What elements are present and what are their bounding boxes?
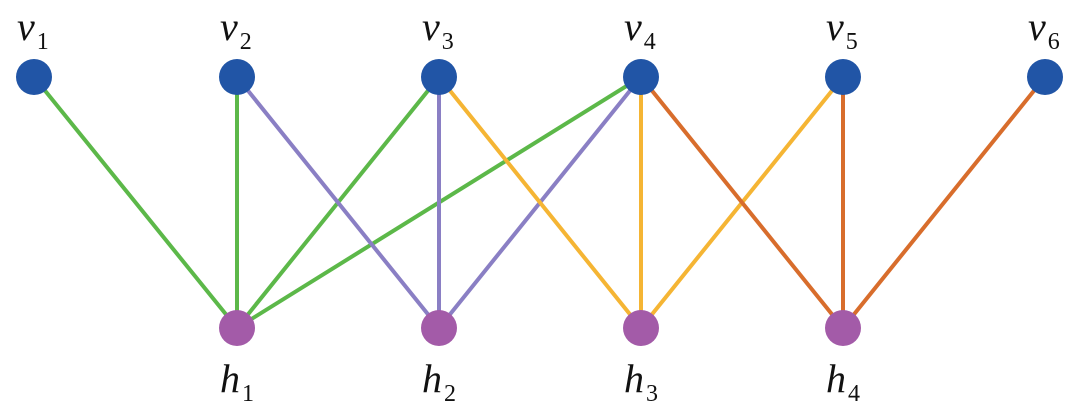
node-h2 — [421, 310, 457, 346]
label-h4: h4 — [826, 356, 860, 407]
label-subscript-v6: 6 — [1048, 29, 1060, 55]
label-letter-v5: v — [826, 4, 844, 49]
nodes-layer — [16, 59, 1063, 346]
label-subscript-h2: 2 — [444, 381, 456, 407]
label-h3: h3 — [624, 356, 658, 407]
node-h1 — [219, 310, 255, 346]
node-h3 — [623, 310, 659, 346]
label-h2: h2 — [422, 356, 456, 407]
label-letter-h2: h — [422, 356, 442, 401]
label-h1: h1 — [220, 356, 254, 407]
label-letter-v3: v — [422, 4, 440, 49]
label-letter-v4: v — [624, 4, 642, 49]
node-v5 — [825, 59, 861, 95]
label-letter-h1: h — [220, 356, 240, 401]
label-subscript-v3: 3 — [442, 29, 454, 55]
edge-v6-h4 — [841, 75, 1047, 330]
label-letter-h4: h — [826, 356, 846, 401]
node-v4 — [623, 59, 659, 95]
label-letter-v6: v — [1028, 4, 1046, 49]
label-subscript-h4: 4 — [848, 381, 860, 407]
label-letter-v1: v — [17, 4, 35, 49]
label-v4: v4 — [624, 4, 656, 55]
label-subscript-v5: 5 — [846, 29, 858, 55]
label-v3: v3 — [422, 4, 454, 55]
node-h4 — [825, 310, 861, 346]
label-v2: v2 — [220, 4, 252, 55]
label-subscript-h1: 1 — [242, 381, 254, 407]
node-v6 — [1027, 59, 1063, 95]
edge-v3-h3 — [437, 75, 643, 330]
label-subscript-h3: 3 — [646, 381, 658, 407]
label-letter-v2: v — [220, 4, 238, 49]
edge-v1-h1 — [32, 75, 239, 330]
edge-v4-h4 — [639, 75, 845, 330]
label-subscript-v2: 2 — [240, 29, 252, 55]
node-v3 — [421, 59, 457, 95]
label-letter-h3: h — [624, 356, 644, 401]
edges-layer — [32, 75, 1047, 330]
node-v2 — [219, 59, 255, 95]
label-v5: v5 — [826, 4, 858, 55]
label-v1: v1 — [17, 4, 49, 55]
edge-v2-h2 — [235, 75, 441, 330]
label-v6: v6 — [1028, 4, 1060, 55]
label-subscript-v1: 1 — [37, 29, 49, 55]
node-v1 — [16, 59, 52, 95]
label-subscript-v4: 4 — [644, 29, 656, 55]
